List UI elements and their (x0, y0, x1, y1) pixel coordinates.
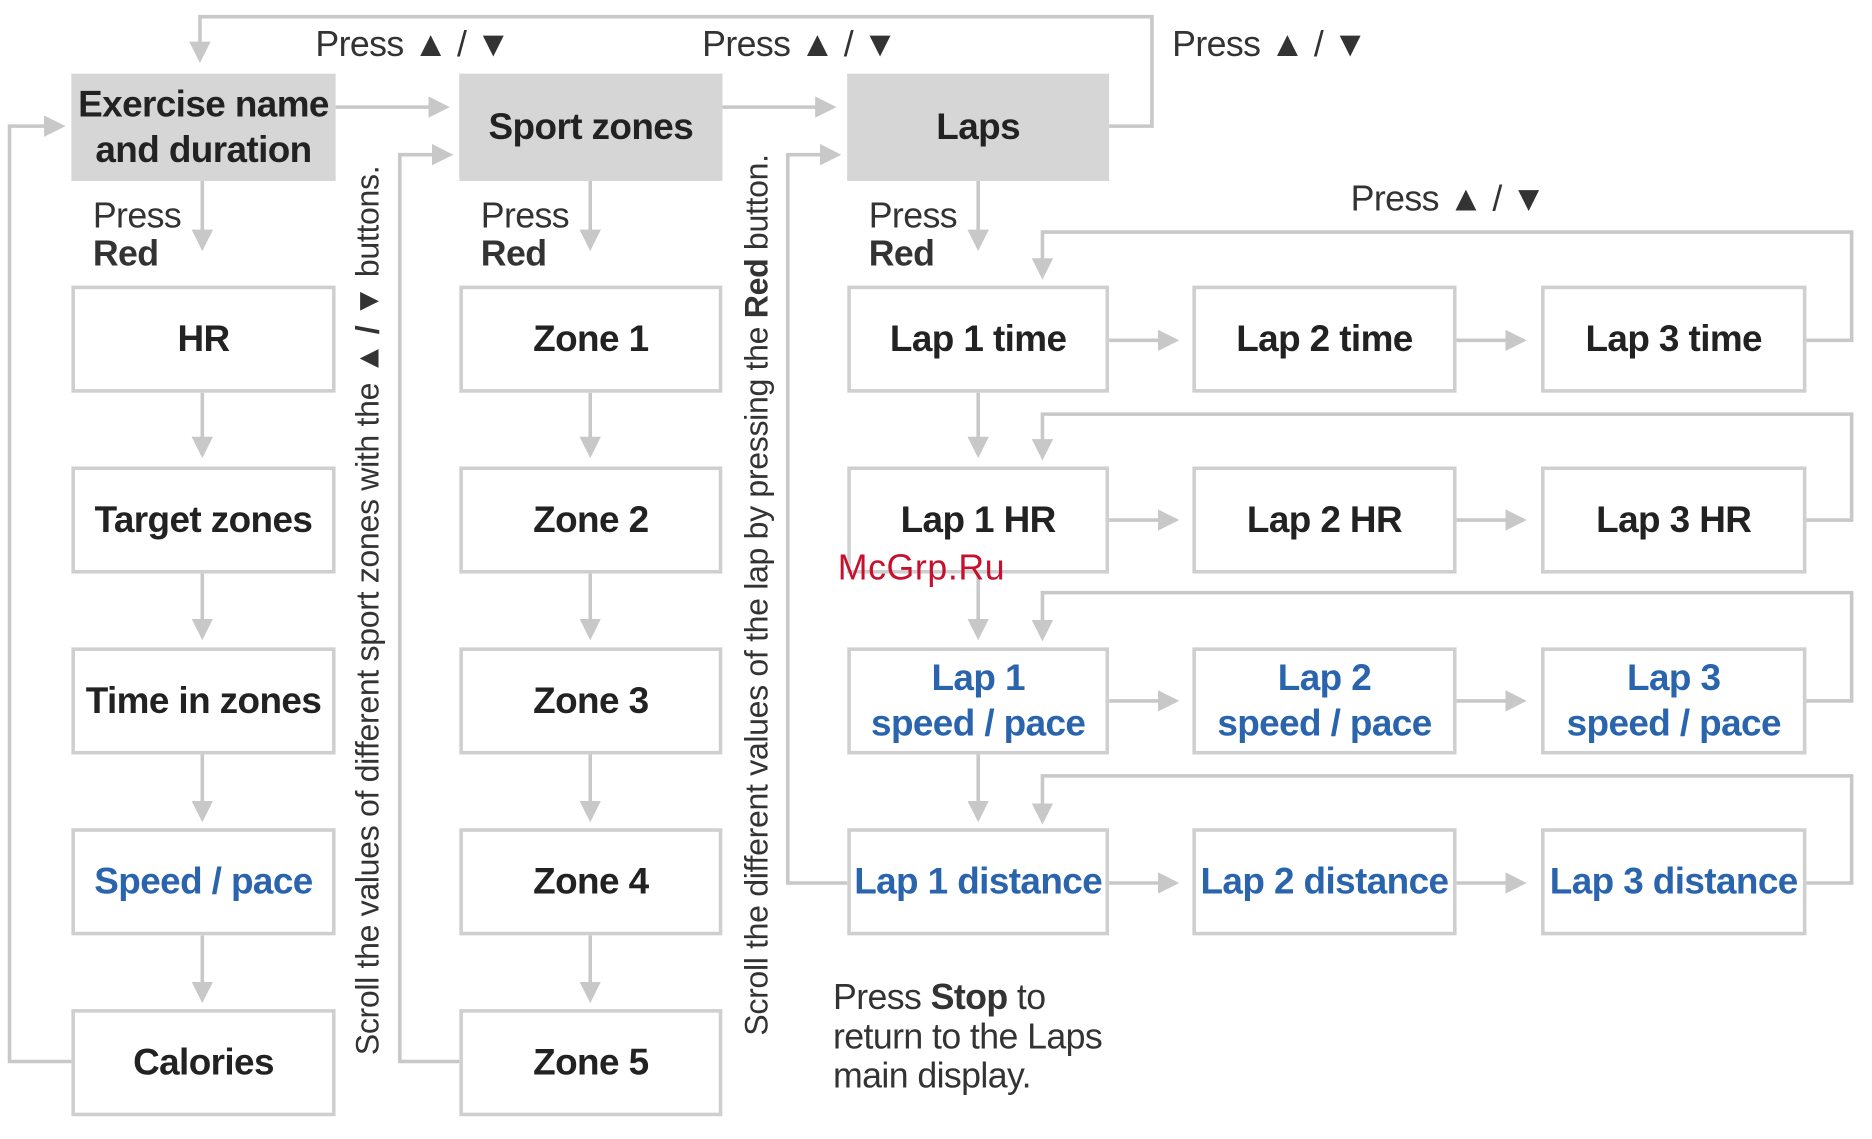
exercise-header-line-1: Exercise name (78, 83, 329, 125)
zone-4-box: Zone 4 (459, 828, 723, 936)
watermark: McGrp.Ru (837, 548, 1006, 588)
press-up-down-label-3: Press ▲ / ▼ (1172, 24, 1368, 65)
col2-press-text: Press (480, 196, 570, 236)
lap-1-hr-label: Lap 1 HR (900, 498, 1057, 541)
laps-label: Laps (936, 105, 1021, 148)
lap-1-speed-pace-box: Lap 1 speed / pace (847, 647, 1110, 755)
lap-2-distance-label: Lap 2 distance (1200, 860, 1449, 903)
stop-note-after: to return to the Laps main display. (833, 978, 1103, 1096)
lap-2-speed-line-1: Lap 2 (1277, 656, 1372, 699)
time-in-zones-box: Time in zones (71, 647, 336, 755)
sport-zones-note-before: Scroll the values of different sport zon… (349, 374, 386, 1056)
zone-3-box: Zone 3 (459, 647, 723, 755)
zone-5-box: Zone 5 (459, 1009, 723, 1117)
laps-note-before: Scroll the different values of the lap b… (738, 318, 775, 1036)
col1-red-text: Red (92, 234, 159, 274)
lap-3-speed-line-2: speed / pace (1566, 702, 1782, 744)
lap-1-time-label: Lap 1 time (889, 317, 1067, 360)
lap-1-speed-line-1: Lap 1 (931, 656, 1025, 699)
col2-press-label: Press Red (480, 196, 570, 274)
zone-2-label: Zone 2 (533, 498, 649, 541)
col1-press-text: Press (92, 196, 182, 236)
zone-1-label: Zone 1 (533, 317, 649, 360)
col3-press-text: Press (868, 196, 958, 236)
lap-2-hr-label: Lap 2 HR (1246, 498, 1403, 541)
calories-box: Calories (71, 1009, 336, 1117)
zone-4-label: Zone 4 (533, 860, 649, 903)
target-zones-box: Target zones (71, 466, 336, 574)
lap-1-time-box: Lap 1 time (847, 285, 1110, 393)
lap-1-distance-box: Lap 1 distance (847, 828, 1110, 936)
laps-note-after: button. (738, 154, 775, 259)
stop-note: Press Stop to return to the Laps main di… (833, 978, 1119, 1096)
lap-2-time-box: Lap 2 time (1192, 285, 1457, 393)
lap-2-speed-pace-box: Lap 2 speed / pace (1192, 647, 1457, 755)
lap-3-hr-box: Lap 3 HR (1541, 466, 1807, 574)
sport-zones-box: Sport zones (459, 73, 723, 181)
stop-note-before: Press (833, 978, 931, 1018)
hr-box: HR (71, 285, 336, 393)
zone-3-label: Zone 3 (533, 679, 649, 722)
hr-label: HR (177, 317, 230, 360)
lap-3-time-box: Lap 3 time (1541, 285, 1807, 393)
col1-press-label: Press Red (92, 196, 182, 274)
stop-note-bold: Stop (930, 978, 1009, 1018)
zone-2-box: Zone 2 (459, 466, 723, 574)
time-in-zones-label: Time in zones (85, 679, 322, 722)
lap-2-distance-box: Lap 2 distance (1192, 828, 1457, 936)
laps-note-bold: Red (738, 258, 775, 319)
sport-zones-label: Sport zones (488, 105, 694, 148)
exercise-header-line-2: and duration (95, 128, 312, 171)
speed-pace-label: Speed / pace (94, 860, 313, 903)
lap-3-distance-box: Lap 3 distance (1541, 828, 1807, 936)
lap-3-time-label: Lap 3 time (1585, 317, 1762, 360)
press-up-down-label-2: Press ▲ / ▼ (702, 24, 898, 65)
col2-red-text: Red (480, 234, 547, 274)
lap-1-hr-box: Lap 1 HR (847, 466, 1110, 574)
lap-2-speed-line-2: speed / pace (1217, 702, 1432, 744)
lap-3-speed-pace-box: Lap 3 speed / pace (1541, 647, 1807, 755)
speed-pace-box: Speed / pace (71, 828, 336, 936)
exercise-name-duration-box: Exercise name and duration (71, 73, 336, 181)
laps-scroll-note: Scroll the different values of the lap b… (739, 154, 775, 1035)
calories-label: Calories (133, 1041, 274, 1083)
lap-1-speed-line-2: speed / pace (871, 702, 1086, 744)
lap-1-distance-label: Lap 1 distance (854, 860, 1103, 903)
sport-zones-note-symbol: ▲ / ▼ (349, 285, 386, 375)
lap-3-speed-line-1: Lap 3 (1627, 656, 1721, 699)
lap-3-distance-label: Lap 3 distance (1549, 860, 1799, 903)
zone-1-box: Zone 1 (459, 285, 723, 393)
target-zones-label: Target zones (94, 498, 313, 541)
laps-box: Laps (847, 73, 1110, 181)
sport-zones-scroll-note: Scroll the values of different sport zon… (350, 166, 386, 1056)
lap-3-hr-label: Lap 3 HR (1596, 498, 1752, 541)
press-up-down-label-4: Press ▲ / ▼ (1350, 179, 1547, 219)
lap-2-time-label: Lap 2 time (1236, 317, 1413, 360)
col3-press-label: Press Red (868, 196, 958, 274)
zone-5-label: Zone 5 (533, 1041, 649, 1083)
lap-2-hr-box: Lap 2 HR (1192, 466, 1457, 574)
col3-red-text: Red (868, 234, 935, 274)
sport-zones-note-after: buttons. (349, 165, 386, 286)
press-up-down-label-1: Press ▲ / ▼ (315, 24, 511, 65)
